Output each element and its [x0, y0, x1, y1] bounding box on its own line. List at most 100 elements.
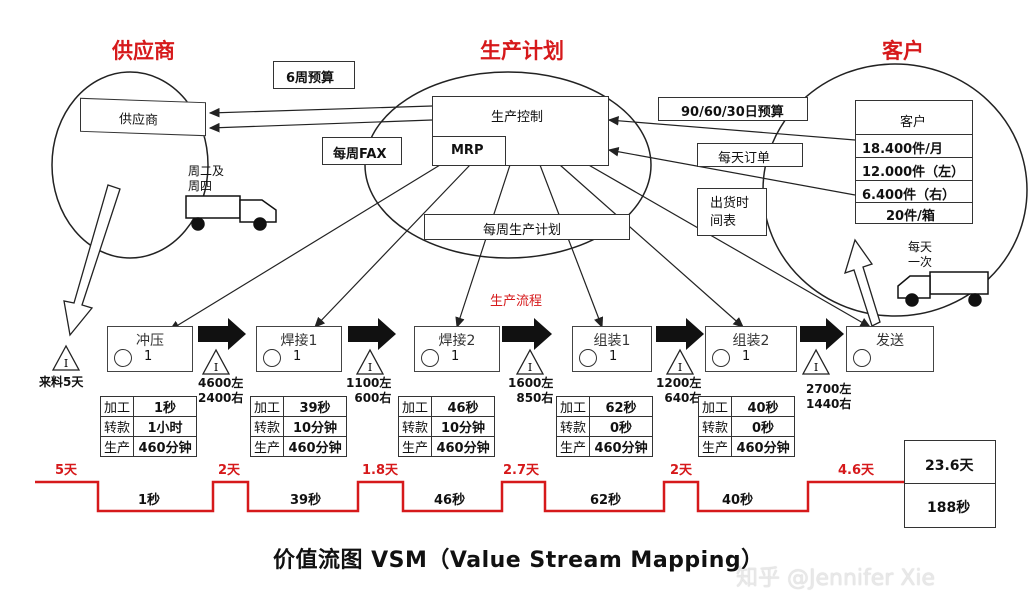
timeline-line [35, 480, 904, 513]
inventory-triangles [51, 344, 831, 375]
wait-time: 2.7天 [503, 463, 540, 478]
wait-time: 2天 [218, 463, 241, 478]
data-cell: 460分钟 [431, 436, 496, 457]
svg-text:I: I [814, 361, 818, 374]
data-cell: 39秒 [283, 396, 348, 417]
operator-icon [114, 349, 132, 367]
svg-text:I: I [64, 357, 68, 370]
data-cell: 生产 [249, 436, 285, 457]
supplier-ellipse [51, 71, 209, 259]
customer-row: 6.400件（右） [855, 180, 973, 204]
totals-divider [904, 483, 996, 484]
inbound-shipment-arrow [63, 184, 121, 337]
svg-text:I: I [368, 361, 372, 374]
wait-time: 2天 [670, 463, 693, 478]
svg-text:I: I [214, 361, 218, 374]
inventory-label: 来料5天 [39, 375, 84, 389]
process-box: 冲压 1 [107, 326, 193, 372]
data-cell: 40秒 [731, 396, 796, 417]
data-cell: 1小时 [133, 416, 198, 437]
data-cell: 转款 [697, 416, 733, 437]
supplier-box: 供应商 [80, 97, 206, 137]
forecast-box: 90/60/30日预算 [658, 97, 808, 121]
data-cell: 460分钟 [133, 436, 198, 457]
process-box: 组装1 1 [572, 326, 652, 372]
operator-icon [579, 349, 597, 367]
inventory-label: 2700左 1440右 [806, 382, 852, 411]
process-box-ship: 发送 [846, 326, 934, 372]
data-cell: 460分钟 [283, 436, 348, 457]
ship-schedule-box: 出货时 间表 [697, 188, 767, 236]
supplier-title: 供应商 [112, 39, 175, 63]
caption: 价值流图 VSM（Value Stream Mapping） [273, 548, 764, 573]
wait-time: 5天 [55, 463, 78, 478]
watermark: 知乎 @Jennifer Xie [736, 566, 936, 591]
truck-icon-out [897, 271, 989, 307]
data-cell: 加工 [397, 396, 433, 417]
inventory-label: 1100左 600右 [346, 376, 392, 405]
wait-time: 4.6天 [838, 463, 875, 478]
outbound-shipment-arrow [844, 238, 881, 327]
plan-ellipse [364, 71, 652, 259]
data-cell: 0秒 [589, 416, 654, 437]
truck-icon [185, 195, 277, 231]
data-cell: 10分钟 [431, 416, 496, 437]
totals-box [904, 440, 996, 528]
data-cell: 460分钟 [731, 436, 796, 457]
operator-icon [263, 349, 281, 367]
push-arrows [198, 318, 844, 350]
customer-row: 12.000件（左） [855, 157, 973, 181]
data-cell: 转款 [249, 416, 285, 437]
svg-text:I: I [528, 361, 532, 374]
operator-icon [712, 349, 730, 367]
data-cell: 生产 [99, 436, 135, 457]
mrp-box: MRP [432, 136, 506, 166]
data-cell: 460分钟 [589, 436, 654, 457]
customer-row: 20件/箱 [855, 202, 973, 224]
svg-text:I: I [678, 361, 682, 374]
process-time: 39秒 [290, 493, 322, 508]
customer-row: 18.400件/月 [855, 134, 973, 158]
data-cell: 转款 [397, 416, 433, 437]
truck-in-label: 周二及 周四 [188, 164, 225, 193]
daily-order-box: 每天订单 [697, 143, 803, 167]
customer-title: 客户 [882, 39, 924, 63]
process-box: 组装2 1 [705, 326, 797, 372]
inventory-label: 1200左 640右 [656, 376, 702, 405]
weekly-fax: 每周FAX [322, 137, 402, 165]
total-process-time: 188秒 [927, 500, 971, 516]
data-cell: 生产 [555, 436, 591, 457]
data-cell: 0秒 [731, 416, 796, 437]
six-week-forecast: 6周预算 [273, 61, 355, 89]
data-cell: 加工 [697, 396, 733, 417]
data-cell: 加工 [555, 396, 591, 417]
process-time: 62秒 [590, 493, 622, 508]
data-cell: 1秒 [133, 396, 198, 417]
data-cell: 加工 [249, 396, 285, 417]
operator-icon [421, 349, 439, 367]
process-time: 1秒 [138, 493, 161, 508]
data-cell: 生产 [697, 436, 733, 457]
inventory-label: 4600左 2400右 [198, 376, 244, 405]
data-cell: 46秒 [431, 396, 496, 417]
data-cell: 转款 [99, 416, 135, 437]
data-cell: 加工 [99, 396, 135, 417]
total-lead-time: 23.6天 [925, 458, 974, 474]
data-cell: 转款 [555, 416, 591, 437]
data-cell: 生产 [397, 436, 433, 457]
flow-label: 生产流程 [490, 294, 543, 309]
truck-out-label: 每天 一次 [908, 240, 933, 269]
plan-title: 生产计划 [480, 39, 564, 63]
process-time: 46秒 [434, 493, 466, 508]
operator-icon [853, 349, 871, 367]
wait-time: 1.8天 [362, 463, 399, 478]
inventory-label: 1600左 850右 [508, 376, 554, 405]
weekly-plan-box: 每周生产计划 [424, 214, 630, 240]
process-time: 40秒 [722, 493, 754, 508]
